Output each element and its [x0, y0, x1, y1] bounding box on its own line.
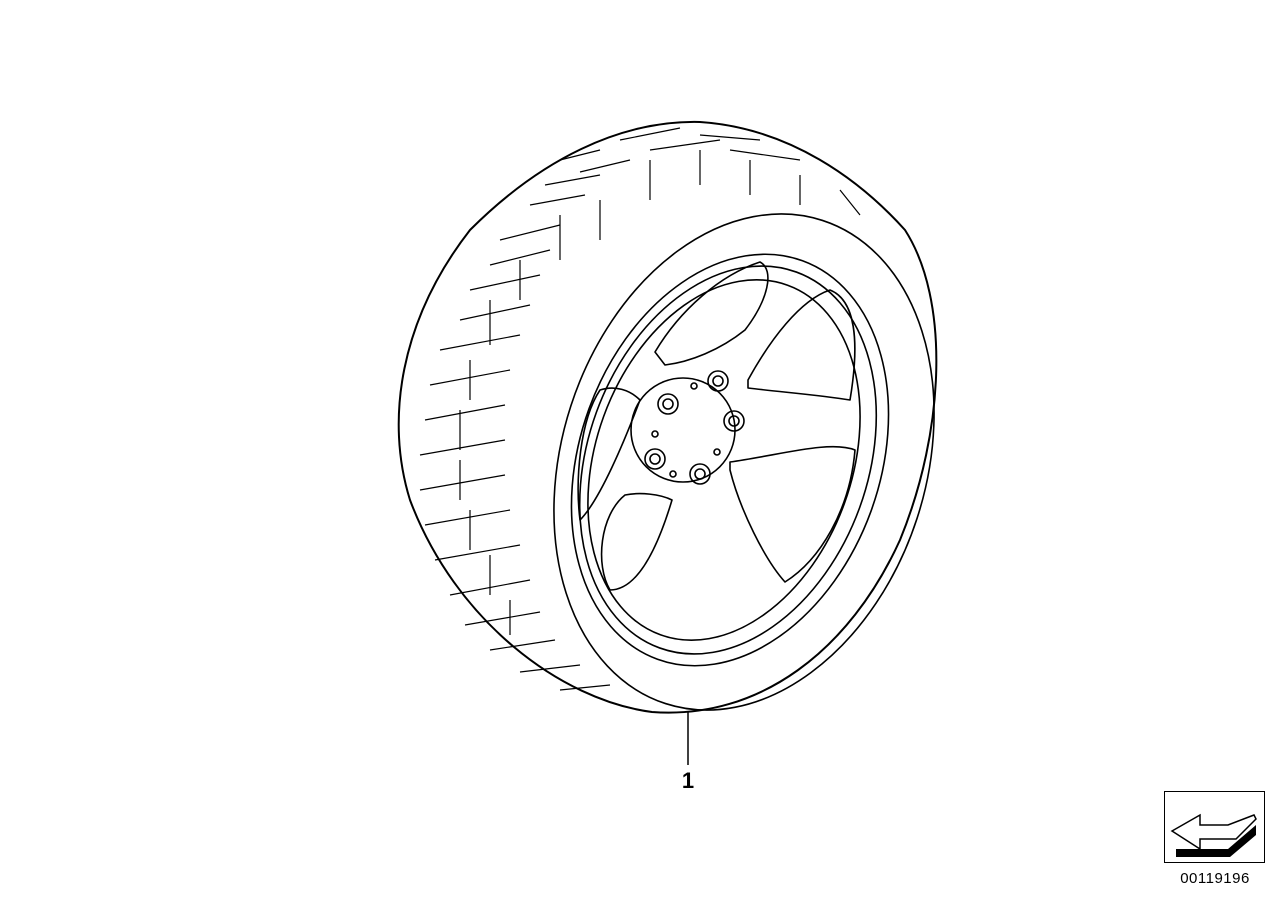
wheel-assembly-illustration — [397, 120, 938, 714]
tire-outline — [397, 120, 938, 714]
reference-box — [1164, 791, 1265, 863]
lug-bolt — [723, 410, 745, 432]
lug-bolt — [689, 463, 711, 485]
spoke-window-left — [577, 387, 641, 521]
tire-tread — [419, 127, 861, 691]
tire-sidewall — [553, 213, 935, 711]
rim-lip — [578, 265, 878, 655]
spoke-window-top — [654, 261, 769, 366]
lug-bolt — [707, 370, 729, 392]
rim-inner — [587, 279, 861, 641]
spoke-window-lower-right — [729, 445, 856, 583]
hub-plate — [630, 377, 736, 483]
spoke-window-bottom — [600, 492, 673, 591]
rim-outer — [570, 253, 890, 667]
spoke-window-right — [747, 289, 856, 401]
lug-bolt — [644, 448, 666, 470]
lug-bolt — [657, 393, 679, 415]
orientation-arrow-icon — [1170, 813, 1257, 857]
diagram-reference-number: 00119196 — [1180, 870, 1250, 887]
part-callout-1: 1 — [681, 768, 695, 793]
